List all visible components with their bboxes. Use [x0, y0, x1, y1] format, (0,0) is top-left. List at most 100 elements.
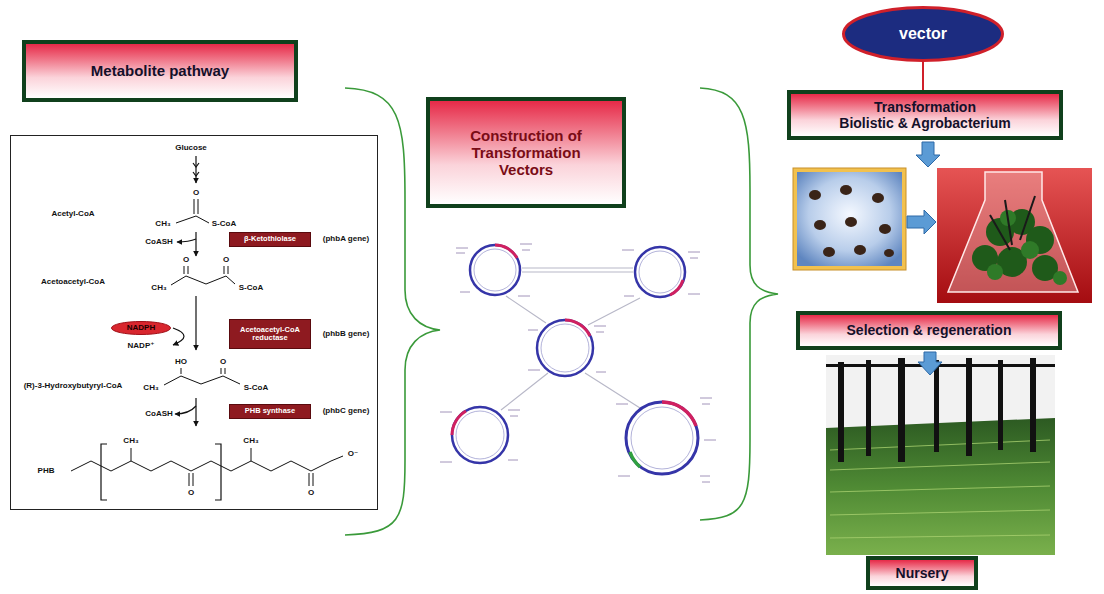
culture-flask-photo	[987, 210, 1067, 285]
plasmid-map	[662, 402, 696, 426]
reaction-arrows	[195, 232, 196, 256]
chemical-label: O	[308, 489, 314, 497]
reaction-arrows	[195, 296, 196, 350]
culture-flask-photo	[937, 168, 1092, 303]
plasmid-map	[501, 268, 640, 410]
plasmid-map	[639, 251, 681, 293]
nursery-photo	[826, 364, 1055, 367]
chemical-label: O	[193, 189, 199, 197]
petri-dish-photo	[854, 245, 866, 255]
petri-dish-photo	[840, 185, 852, 195]
nursery-photo	[826, 355, 1055, 555]
plasmid-map	[528, 326, 606, 372]
culture-flask-photo	[1032, 255, 1058, 281]
box-label: β-Ketothiolase	[244, 235, 296, 243]
culture-flask-photo	[1009, 209, 1035, 235]
chemical-label: (R)-3-Hydroxybutyryl-CoA	[24, 382, 123, 390]
curly-bracket	[700, 88, 778, 520]
chemical-bonds	[176, 199, 209, 223]
chemical-bonds	[71, 199, 343, 500]
culture-flask-photo	[990, 196, 1035, 250]
reaction-arrows	[175, 406, 196, 414]
chemical-label: CH₃	[155, 220, 170, 228]
chemical-label: CH₃	[243, 437, 258, 445]
culture-flask-photo	[997, 247, 1027, 277]
step-box: Selection & regeneration	[796, 311, 1062, 350]
chemical-label: (phbA gene)	[323, 235, 369, 243]
chemical-label: PHB	[38, 467, 55, 475]
chemical-label: NADP⁺	[128, 342, 155, 350]
nursery-photo	[830, 440, 1050, 538]
connector-layer	[923, 62, 924, 90]
flow-arrow	[916, 142, 940, 167]
nursery-photo	[826, 358, 1055, 462]
reaction-arrows	[173, 156, 199, 426]
step-box: Nursery	[866, 556, 978, 590]
chemical-label: (phbC gene)	[323, 407, 370, 415]
culture-flask-photo	[986, 218, 1014, 246]
petri-dish-photo	[814, 220, 826, 230]
pathway-panel: GlucoseAcetyl-CoAOCH₃S-CoACoASH(phbA gen…	[10, 135, 378, 510]
box-label: Metabolite pathway	[91, 62, 229, 79]
petri-dish-photo	[884, 249, 894, 257]
plasmid-map	[452, 407, 508, 463]
plasmid-map	[474, 249, 516, 291]
enzyme-box: PHB synthase	[229, 404, 311, 419]
chemical-bonds	[71, 456, 343, 471]
step-box: TransformationBiolistic & Agrobacterium	[787, 90, 1063, 140]
petri-dish-photo	[879, 224, 891, 234]
vector-ellipse: vector	[842, 6, 1004, 62]
curly-bracket	[345, 88, 778, 535]
petri-dish-photo	[845, 217, 857, 227]
connector-line	[922, 62, 924, 90]
plasmid-map	[440, 410, 520, 462]
chemical-label: HO	[175, 358, 187, 366]
chemical-label: S-CoA	[212, 220, 236, 228]
flow-arrow	[907, 210, 936, 234]
culture-flask-photo	[1026, 226, 1054, 254]
box-label: Selection & regeneration	[847, 322, 1012, 338]
culture-flask-photo	[937, 168, 1092, 303]
chemical-label: O	[223, 256, 229, 264]
culture-flask-photo	[948, 172, 1078, 292]
nursery-photo	[866, 360, 871, 456]
enzyme-box: β-Ketothiolase	[229, 232, 311, 247]
petri-dish-photo	[809, 190, 821, 200]
plasmid-map	[470, 245, 520, 295]
plasmid-map	[622, 250, 700, 296]
ellipse-shape	[112, 322, 171, 335]
culture-flask-photo	[972, 245, 998, 271]
nursery-photo	[826, 355, 1055, 555]
plasmid-map	[501, 296, 640, 410]
nursery-photo	[934, 360, 939, 452]
reaction-arrows	[195, 398, 196, 426]
chemical-label: CH₃	[123, 437, 138, 445]
plasmid-map	[456, 244, 532, 296]
box-label: PHB synthase	[245, 407, 295, 415]
chemical-label: CH₃	[151, 284, 166, 292]
nursery-photo	[966, 358, 972, 456]
chemical-label: CoASH	[145, 410, 173, 418]
box-label: NADPH	[127, 324, 155, 333]
culture-flask-photo	[987, 264, 1003, 280]
petri-dish-photo	[793, 168, 906, 270]
chemical-bonds	[101, 444, 221, 500]
nursery-photo	[830, 440, 1050, 538]
chemical-label: S-CoA	[244, 384, 268, 392]
plasmid-map	[440, 244, 716, 482]
plasmid-map	[565, 320, 590, 336]
box-label: Transformation	[874, 99, 976, 115]
plasmid-map	[626, 402, 698, 474]
flow-arrow	[918, 352, 942, 375]
enzyme-box: Acetoacetyl-CoA reductase	[229, 319, 311, 349]
chemical-bonds	[171, 266, 235, 285]
plasmid-map	[537, 320, 593, 376]
chemical-label: (phbB gene)	[323, 330, 370, 338]
box-label: Biolistic & Agrobacterium	[839, 115, 1010, 131]
culture-flask-photo	[990, 196, 1035, 250]
culture-flask-photo	[1053, 271, 1067, 285]
nursery-photo	[838, 362, 844, 462]
chemical-bonds	[131, 448, 313, 486]
petri-dish-photo	[797, 172, 902, 266]
